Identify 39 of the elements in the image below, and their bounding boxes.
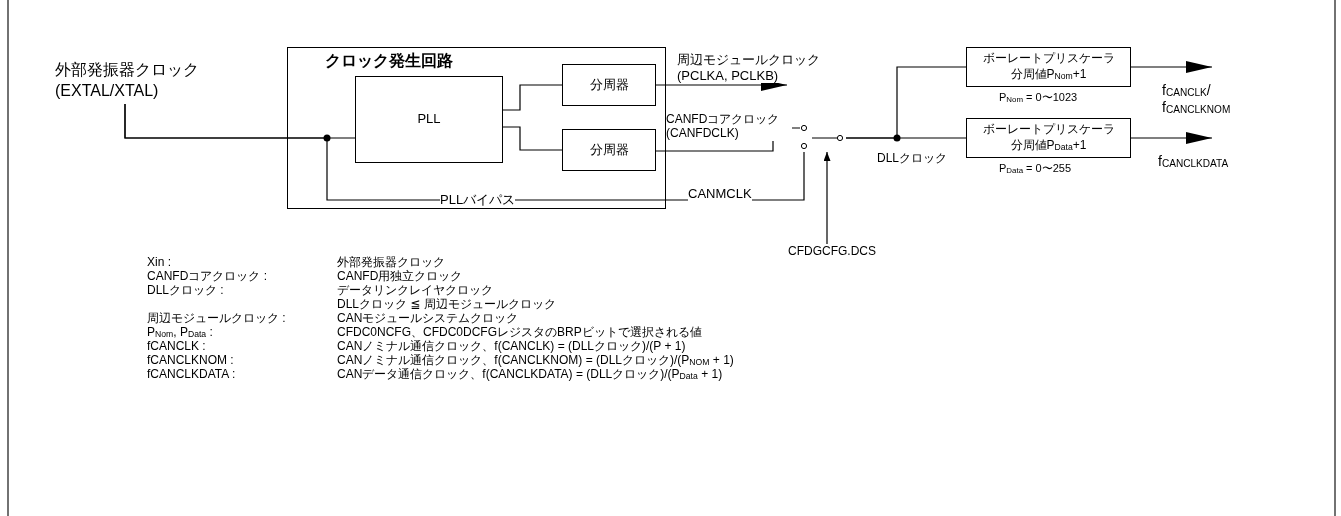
edge-label: f$_{CANCLKDATA}$ (1158, 153, 1229, 170)
edge-label: CANFDコアクロック (CANFDCLK) (666, 112, 792, 141)
definition-text: データリンクレイヤクロック (337, 283, 493, 298)
box-label: PLL (417, 111, 441, 128)
group-title: クロック発生回路 (325, 51, 453, 71)
edge-label: PLLバイパス (440, 192, 516, 208)
box-label: ボーレートプリスケーラ (982, 122, 1115, 138)
group-box (287, 47, 666, 209)
arrow (1130, 61, 1213, 73)
signal-label: CANMCLK (688, 186, 752, 202)
range-note: P$_{Nom}$ = 0〜1023 (999, 91, 1078, 105)
range-note: P$_{Data}$ = 0〜255 (999, 162, 1072, 176)
signal-label: 外部発振器クロック (EXTAL/XTAL) (55, 60, 255, 104)
connector-line (845, 137, 967, 139)
edge-label: f$_{CANCLK}$/ f$_{CANCLKNOM}$ (1162, 82, 1232, 116)
arrow (823, 151, 831, 245)
process-box (355, 76, 503, 163)
term-label: 周辺モジュールクロック : (147, 311, 286, 326)
connector-line (502, 84, 563, 111)
process-box (966, 47, 1131, 87)
definition-text: DLLクロック ≦ 周辺モジュールクロック (337, 297, 556, 312)
term-label: CANFDコアクロック : (147, 269, 267, 284)
definition-text: CANノミナル通信クロック、f(CANCLK) = (DLLクロック)/(P + 1) (337, 339, 686, 354)
definition-text: CANFD用独立クロック (337, 269, 463, 284)
edge-label: DLLクロック (877, 151, 947, 166)
box-label: ボーレートプリスケーラ (982, 51, 1115, 67)
process-box (562, 64, 656, 106)
process-box (966, 118, 1131, 158)
signal-label: CFDGCFG.DCS (788, 244, 874, 260)
definition-text: CFDC0NCFG、CFDC0DCFGレジスタのBRPビットで選択される値 (337, 325, 702, 340)
definition-text: CANモジュールシステムクロック (337, 311, 519, 326)
term-label: DLLクロック : (147, 283, 224, 298)
process-box (562, 129, 656, 171)
box-label: 分周器 (589, 141, 629, 159)
definition-text: 外部発振器クロック (337, 255, 445, 270)
box-label: 分周器 (589, 76, 629, 94)
arrow (1130, 132, 1213, 144)
connector-line (502, 126, 563, 151)
switch-symbol (800, 122, 846, 152)
